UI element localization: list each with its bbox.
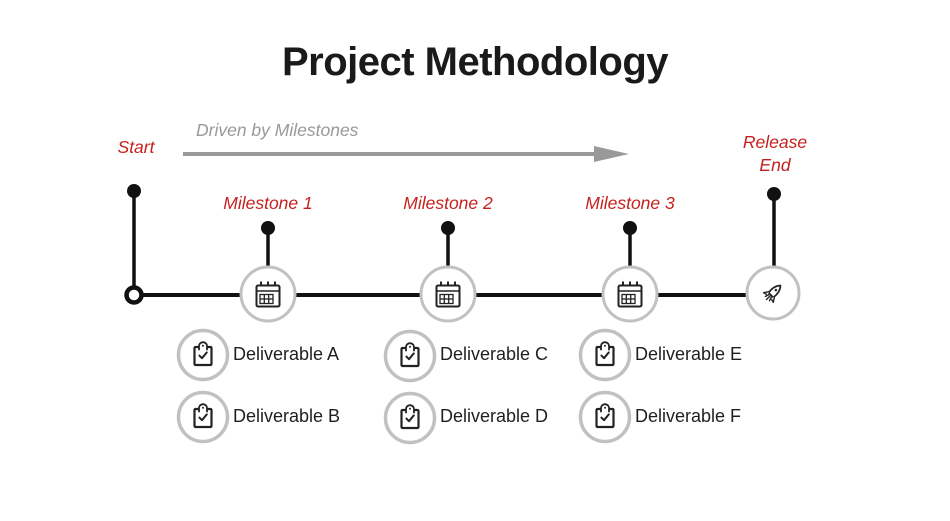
milestone-2-marker [419, 221, 477, 323]
calendar-icon [617, 280, 643, 308]
milestone-dot [261, 221, 275, 235]
deliverable-d-label: Deliverable D [440, 406, 549, 426]
start-marker [124, 184, 144, 305]
deliverable-b-label: Deliverable B [233, 406, 341, 426]
deliverable-d-icon [383, 391, 437, 445]
start-label: Start [117, 137, 155, 157]
deliverable-a-icon [176, 328, 230, 382]
release-label-line2: End [759, 155, 791, 175]
start-dot [127, 184, 141, 198]
release-label-line1: Release [742, 132, 808, 152]
milestone-2-label: Milestone 2 [403, 193, 493, 213]
deliverable-e-label: Deliverable E [635, 344, 743, 364]
release-end-marker [745, 187, 801, 321]
milestone-dot [441, 221, 455, 235]
deliverable-f-label: Deliverable F [635, 406, 742, 426]
milestone-dot [623, 221, 637, 235]
calendar-icon [255, 280, 281, 308]
deliverable-c-label: Deliverable C [440, 344, 549, 364]
milestone-1-marker [239, 221, 297, 323]
release-end-label: Release End [715, 131, 835, 177]
open-circle-marker [124, 285, 144, 305]
deliverable-f-icon [578, 390, 632, 444]
direction-arrow [183, 146, 629, 162]
milestone-3-label: Milestone 3 [585, 193, 675, 213]
deliverable-e-icon [578, 328, 632, 382]
page-title: Project Methodology [281, 40, 669, 84]
milestone-1-label: Milestone 1 [223, 193, 313, 213]
calendar-icon [435, 280, 461, 308]
deliverable-b-icon [176, 390, 230, 444]
release-dot [767, 187, 781, 201]
milestone-3-marker [601, 221, 659, 323]
deliverable-icons [176, 328, 632, 445]
deliverable-a-label: Deliverable A [233, 344, 340, 364]
deliverable-c-icon [383, 329, 437, 383]
driven-by-milestones-label: Driven by Milestones [196, 120, 359, 140]
